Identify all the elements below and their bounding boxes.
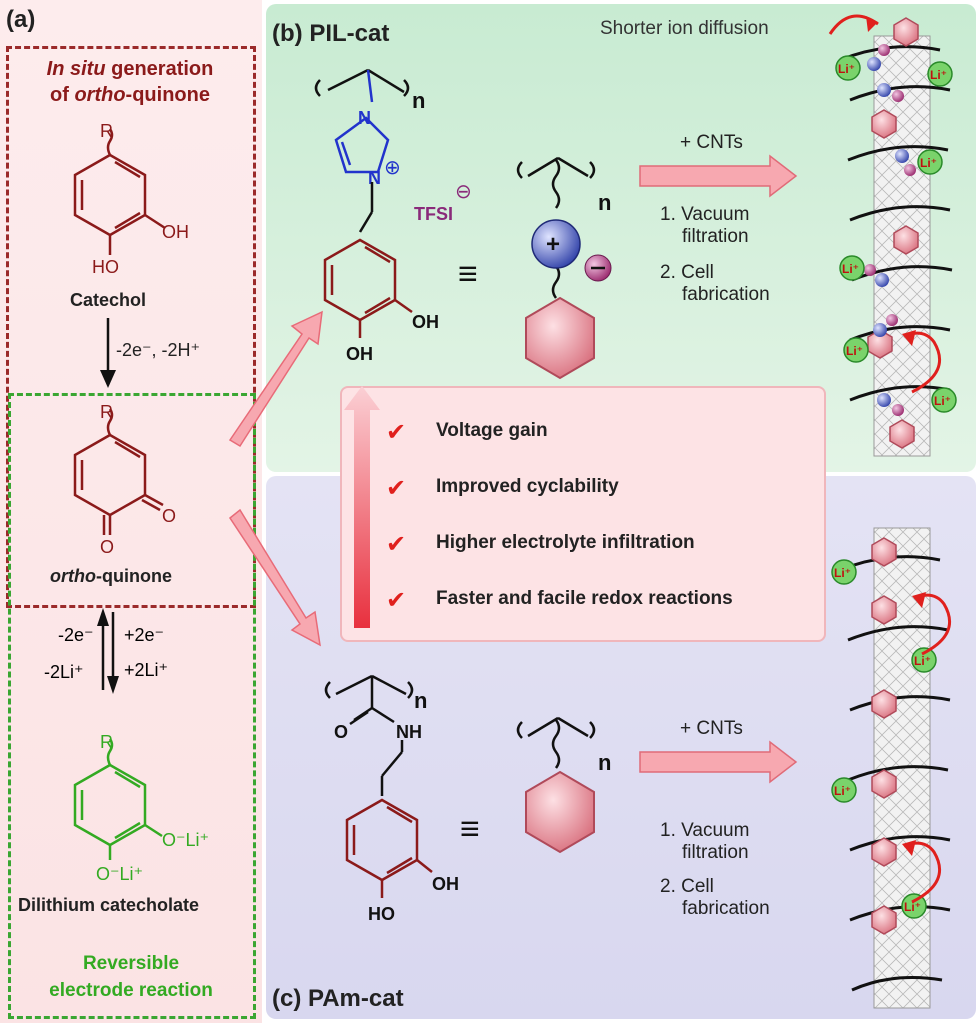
panel-a-label: (a) [6, 6, 36, 33]
dilithium-structure [73, 738, 163, 860]
quinone-o1: O [162, 506, 176, 526]
catechol-structure [73, 128, 166, 255]
arrow-to-b [228, 310, 323, 448]
benefit-voltage-gain: Voltage gain [436, 420, 548, 441]
insitu-dashed-box [6, 46, 256, 608]
pil-n: n [412, 88, 425, 113]
pam-oh2: HO [368, 904, 395, 924]
pam-catechol-ring [345, 798, 433, 898]
li-label: Li⁺ [904, 900, 921, 914]
equiv-b: ≡ [458, 255, 478, 293]
panel-c-label: (c) PAm-cat [272, 985, 404, 1012]
plus-symbol: ⊕ [384, 157, 401, 179]
panel-a-title: In situ generation of ortho-quinone [46, 58, 214, 106]
bundle-hexagons [867, 17, 919, 935]
pil-oh1: OH [412, 312, 439, 332]
benefit-arrow [344, 386, 380, 628]
li-label: Li⁺ [834, 566, 851, 580]
pil-catechol-ring [323, 238, 413, 338]
panel-b-label: (b) PIL-cat [272, 20, 390, 47]
li-label: Li⁺ [930, 68, 947, 82]
dilithium-o2: O⁻Li⁺ [96, 864, 143, 884]
rev-left-2: -2Li⁺ [44, 662, 84, 682]
catechol-hexagon-b [525, 296, 595, 380]
arrow-to-c [228, 508, 321, 647]
n-atom-2: N [368, 168, 381, 188]
pam-schematic [516, 716, 596, 769]
li-label: Li⁺ [914, 654, 931, 668]
benefit-infiltration: Higher electrolyte infiltration [436, 532, 695, 553]
dilithium-r: R [100, 732, 113, 752]
pam-o: O [334, 722, 348, 742]
minus-symbol: ⊖ [455, 181, 472, 203]
pil-oh2: OH [346, 344, 373, 364]
tfsi-label: TFSI [414, 204, 453, 224]
pam-cat-structure [324, 674, 414, 796]
pam-nh: NH [396, 722, 422, 742]
pil-cat-structure [314, 68, 410, 103]
pam-n: n [414, 688, 427, 713]
benefits-box [340, 386, 826, 642]
pil-schematic [516, 156, 596, 299]
imidazolium-ring [334, 116, 390, 174]
li-label: Li⁺ [934, 394, 951, 408]
rev-left-1: -2e⁻ [58, 625, 94, 645]
catechol-name: Catechol [70, 290, 147, 310]
li-ions [831, 55, 957, 919]
pam-oh1: OH [432, 874, 459, 894]
svg-text:+: + [546, 231, 560, 258]
catechol-oh-bottom: HO [92, 257, 119, 277]
rev-right-2: +2Li⁺ [124, 660, 169, 680]
li-label: Li⁺ [846, 344, 863, 358]
catechol-oh-right: OH [162, 222, 189, 242]
pam-schematic-n: n [598, 750, 611, 775]
reversible-dashed-box [8, 393, 256, 1019]
rev-right-1: +2e⁻ [124, 625, 165, 645]
cation-sphere [531, 219, 581, 269]
catechol-r: R [100, 121, 113, 141]
quinone-name: ortho-quinone [50, 566, 172, 586]
cnts-arrow-c [639, 740, 798, 784]
quinone-o2: O [100, 537, 114, 557]
check-icon: ✔ [386, 475, 407, 502]
benefit-cyclability: Improved cyclability [436, 476, 619, 497]
ion-pairs-b [864, 44, 916, 416]
cnts-arrow-b [639, 154, 798, 198]
equiv-c: ≡ [460, 810, 480, 848]
cnts-label-c: + CNTs [680, 718, 743, 739]
li-label: Li⁺ [920, 156, 937, 170]
pil-schematic-n: n [598, 190, 611, 215]
n-atom-1: N [358, 108, 371, 128]
dilithium-o1: O⁻Li⁺ [162, 830, 209, 850]
oxidation-step-label: -2e⁻, -2H⁺ [116, 340, 201, 360]
check-icon: ✔ [386, 419, 407, 446]
quinone-structure [73, 408, 164, 535]
check-icon: ✔ [386, 587, 407, 614]
cnts-label-b: + CNTs [680, 132, 743, 153]
li-label: Li⁺ [842, 262, 859, 276]
benefit-redox: Faster and facile redox reactions [436, 588, 733, 609]
catechol-hexagon-c [525, 770, 595, 854]
quinone-r: R [100, 402, 113, 422]
li-label: Li⁺ [838, 62, 855, 76]
li-label: Li⁺ [834, 784, 851, 798]
diffusion-label: Shorter ion diffusion [600, 18, 769, 39]
check-icon: ✔ [386, 531, 407, 558]
dilithium-name: Dilithium catecholate [18, 895, 200, 915]
